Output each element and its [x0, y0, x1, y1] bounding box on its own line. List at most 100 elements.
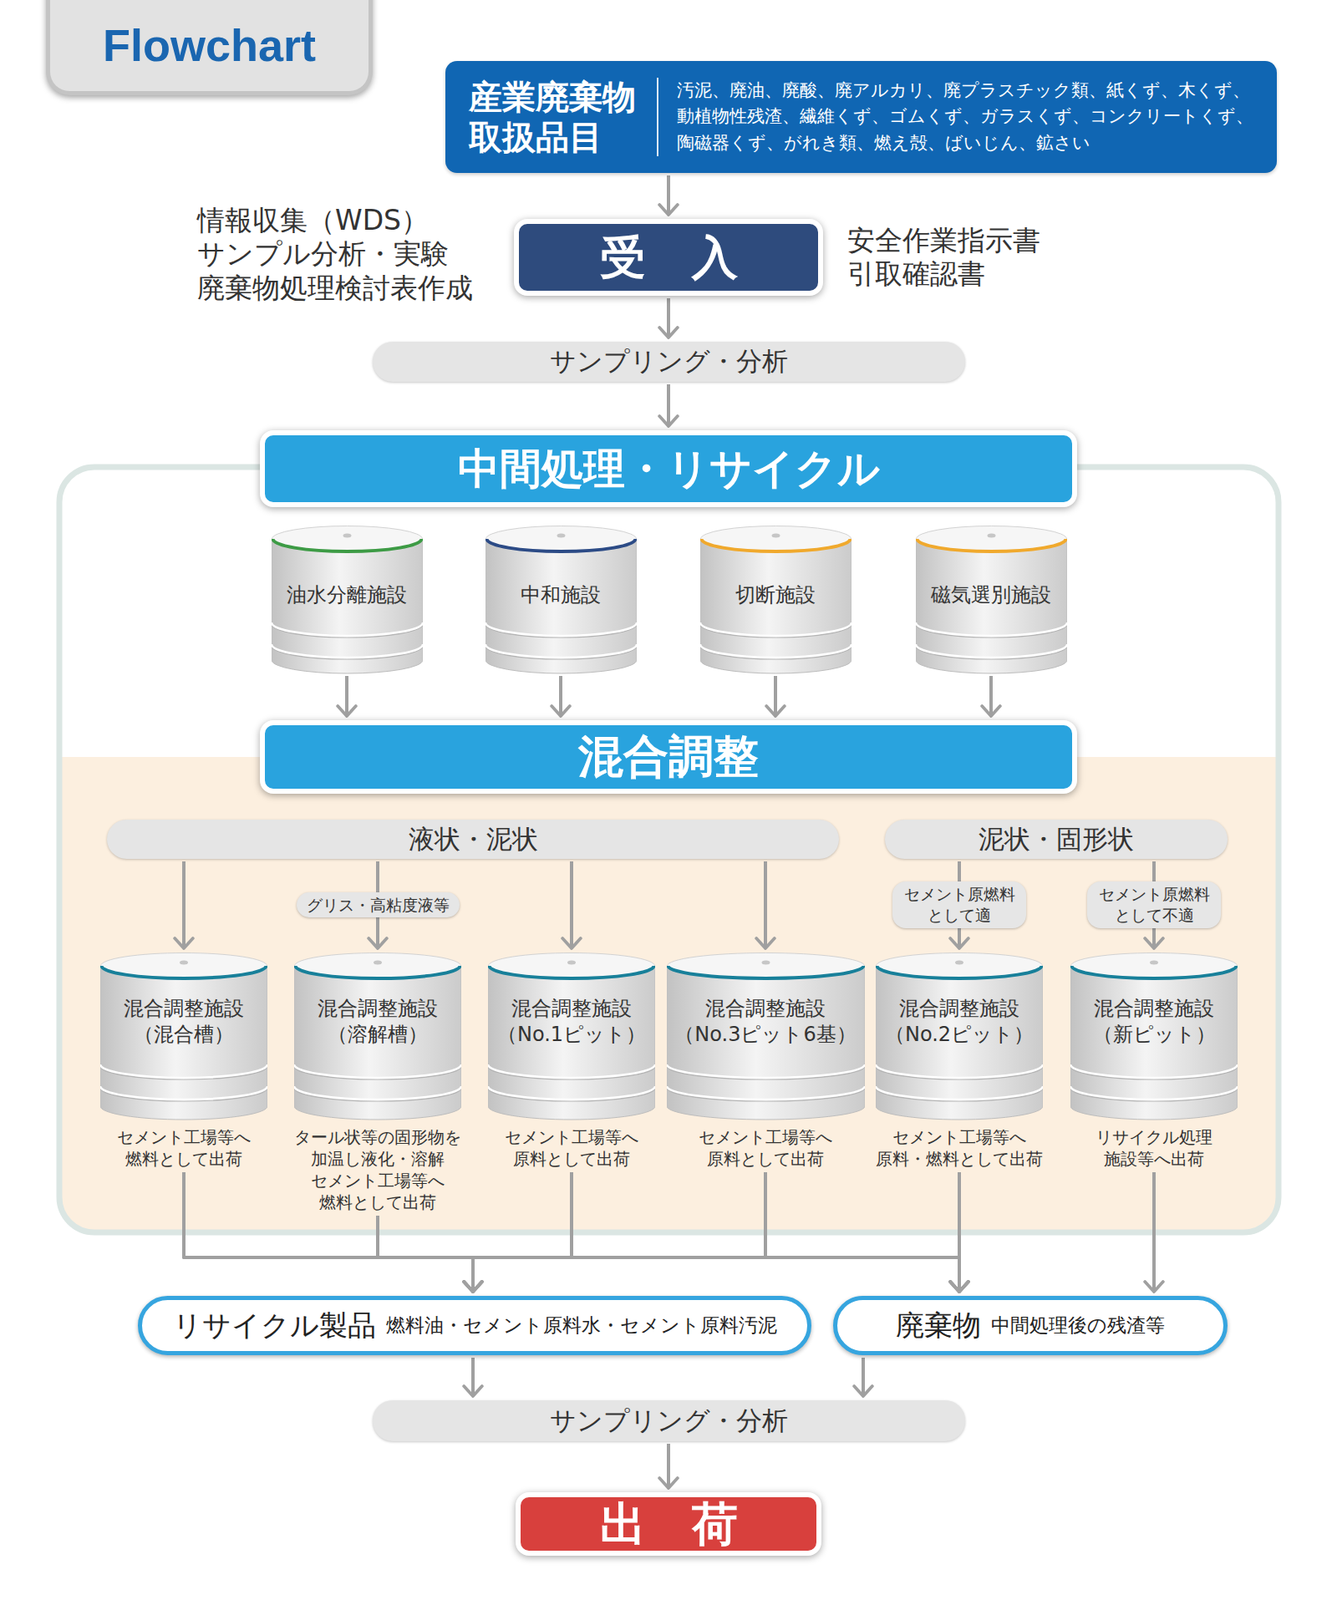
tank-body: 混合調整施設 （溶解槽）	[294, 952, 462, 1120]
flow-condition: セメント原燃料 として不適	[1087, 881, 1221, 928]
flow-arrow	[1152, 1172, 1156, 1292]
tank-knob	[373, 960, 382, 966]
tank-body: 混合調整施設 （新ピット）	[1070, 952, 1238, 1120]
tank-caption: セメント工場等へ 燃料として出荷	[116, 1126, 253, 1170]
box-text: 混合調整	[578, 732, 759, 782]
tank-band	[700, 622, 852, 636]
tank-rim	[701, 538, 850, 552]
tank-rim	[272, 538, 422, 552]
tank-body: 混合調整施設 （No.1ピット）	[488, 952, 656, 1120]
tank-lid	[294, 953, 462, 980]
stage-bar: 中間処理・リサイクル	[259, 430, 1078, 508]
flow-arrow	[472, 1172, 766, 1292]
tank-band	[666, 1064, 865, 1078]
flow-arrow	[377, 1215, 960, 1292]
tank-side	[915, 538, 1068, 674]
tank-band	[294, 1064, 462, 1078]
tank-lid	[666, 953, 865, 980]
tank-rim	[877, 965, 1043, 979]
tank-body: 混合調整施設 （混合槽）	[100, 952, 268, 1120]
tank-rim	[1072, 965, 1237, 979]
facility-tank: 混合調整施設 （溶解槽）タール状等の固形物を 加温し液化・溶解 セメント工場等へ…	[293, 952, 463, 1214]
title-tab: Flowchart	[45, 0, 373, 96]
tank-label: 混合調整施設 （新ピット）	[1091, 996, 1217, 1048]
tank-lid	[488, 953, 656, 980]
flow-arrow	[666, 384, 671, 427]
tank-caption: セメント工場等へ 原料として出荷	[503, 1126, 641, 1170]
tank-caption: タール状等の固形物を 加温し液化・溶解 セメント工場等へ 燃料として出荷	[293, 1126, 463, 1214]
flow-arrow	[472, 1172, 960, 1292]
tank-body: 混合調整施設 （No.3ピット6基）	[666, 952, 865, 1120]
tank-side	[700, 538, 852, 674]
tank-side	[1070, 965, 1238, 1120]
tank-body: 磁気選別施設	[915, 525, 1068, 674]
tank-band	[915, 622, 1068, 636]
tank-label: 混合調整施設 （混合槽）	[122, 996, 246, 1048]
tank-band	[271, 644, 423, 658]
tank-knob	[179, 960, 189, 966]
tank-label: 切断施設	[735, 582, 816, 609]
tank-caption: セメント工場等へ 原料・燃料として出荷	[874, 1126, 1045, 1170]
box-text: サンプリング・分析	[549, 345, 788, 377]
flow-arrow	[472, 1172, 572, 1292]
tank-band	[100, 1086, 268, 1100]
facility-tank: 混合調整施設 （No.2ピット） セメント工場等へ 原料・燃料として出荷	[874, 952, 1045, 1170]
step-bar: サンプリング・分析	[372, 341, 966, 382]
panel-ground	[59, 467, 1279, 1233]
tank-side	[666, 965, 865, 1120]
flow-arrow	[559, 676, 563, 717]
flow-arrow	[765, 1172, 960, 1292]
flow-arrow	[471, 1357, 475, 1397]
flow-arrow	[666, 175, 671, 215]
tank-body: 油水分離施設	[271, 525, 423, 674]
flow-arrow	[571, 1172, 960, 1292]
facility-tank: 混合調整施設 （No.3ピット6基） セメント工場等へ 原料として出荷	[666, 952, 865, 1170]
blend-zone	[59, 757, 1279, 1233]
tank-lid	[876, 953, 1043, 980]
tank-rim	[101, 965, 267, 979]
tank-band	[700, 644, 852, 658]
tank-knob	[1149, 960, 1159, 966]
box-text: 廃棄物	[895, 1306, 982, 1346]
box-text: 液状・泥状	[408, 823, 539, 855]
tank-lid	[101, 953, 268, 980]
flow-arrow	[666, 1443, 671, 1489]
group-bar: 液状・泥状	[106, 819, 839, 860]
tank-label: 混合調整施設 （No.3ピット6基）	[673, 996, 859, 1048]
box-text: リサイクル製品	[172, 1306, 377, 1346]
facility-tank: 磁気選別施設	[915, 525, 1068, 674]
side-note: 安全作業指示書 引取確認書	[847, 223, 1043, 292]
tank-lid	[700, 526, 851, 553]
tank-caption: リサイクル処理 施設等へ出荷	[1094, 1126, 1215, 1170]
flow-arrow	[377, 1215, 473, 1292]
tank-rim	[486, 538, 636, 552]
flow-arrow	[763, 861, 768, 949]
tank-label: 磁気選別施設	[930, 582, 1052, 609]
tank-band	[1070, 1064, 1238, 1078]
tank-label: 中和施設	[520, 582, 601, 609]
flow-condition: セメント原燃料 として適	[892, 881, 1027, 928]
tank-knob	[567, 960, 576, 966]
box-text: 受 入	[599, 232, 738, 284]
tank-knob	[771, 533, 780, 539]
box-text: 燃料油・セメント原料水・セメント原料汚泥	[386, 1312, 778, 1339]
tank-band	[875, 1064, 1043, 1078]
tank-knob	[761, 960, 770, 966]
tank-rim	[916, 538, 1066, 552]
tank-body: 中和施設	[485, 525, 637, 674]
tank-body: 混合調整施設 （No.2ピット）	[875, 952, 1043, 1120]
tank-band	[915, 644, 1068, 658]
stage-box: 出 荷	[515, 1492, 822, 1556]
tank-caption: セメント工場等へ 原料として出荷	[697, 1126, 834, 1170]
panel-frame	[59, 467, 1279, 1233]
tank-lid	[485, 526, 636, 553]
tank-rim	[489, 965, 655, 979]
tank-knob	[556, 533, 565, 539]
facility-tank: 中和施設	[485, 525, 637, 674]
tank-band	[271, 622, 423, 636]
facility-tank: 混合調整施設 （新ピット） リサイクル処理 施設等へ出荷	[1070, 952, 1238, 1170]
facility-tank: 切断施設	[700, 525, 852, 674]
tank-rim	[667, 965, 864, 979]
category-box: 産業廃棄物 取扱品目汚泥、廃油、廃酸、廃アルカリ、廃プラスチック類、紙くず、木く…	[445, 61, 1277, 173]
facility-tank: 混合調整施設 （No.1ピット） セメント工場等へ 原料として出荷	[488, 952, 656, 1170]
